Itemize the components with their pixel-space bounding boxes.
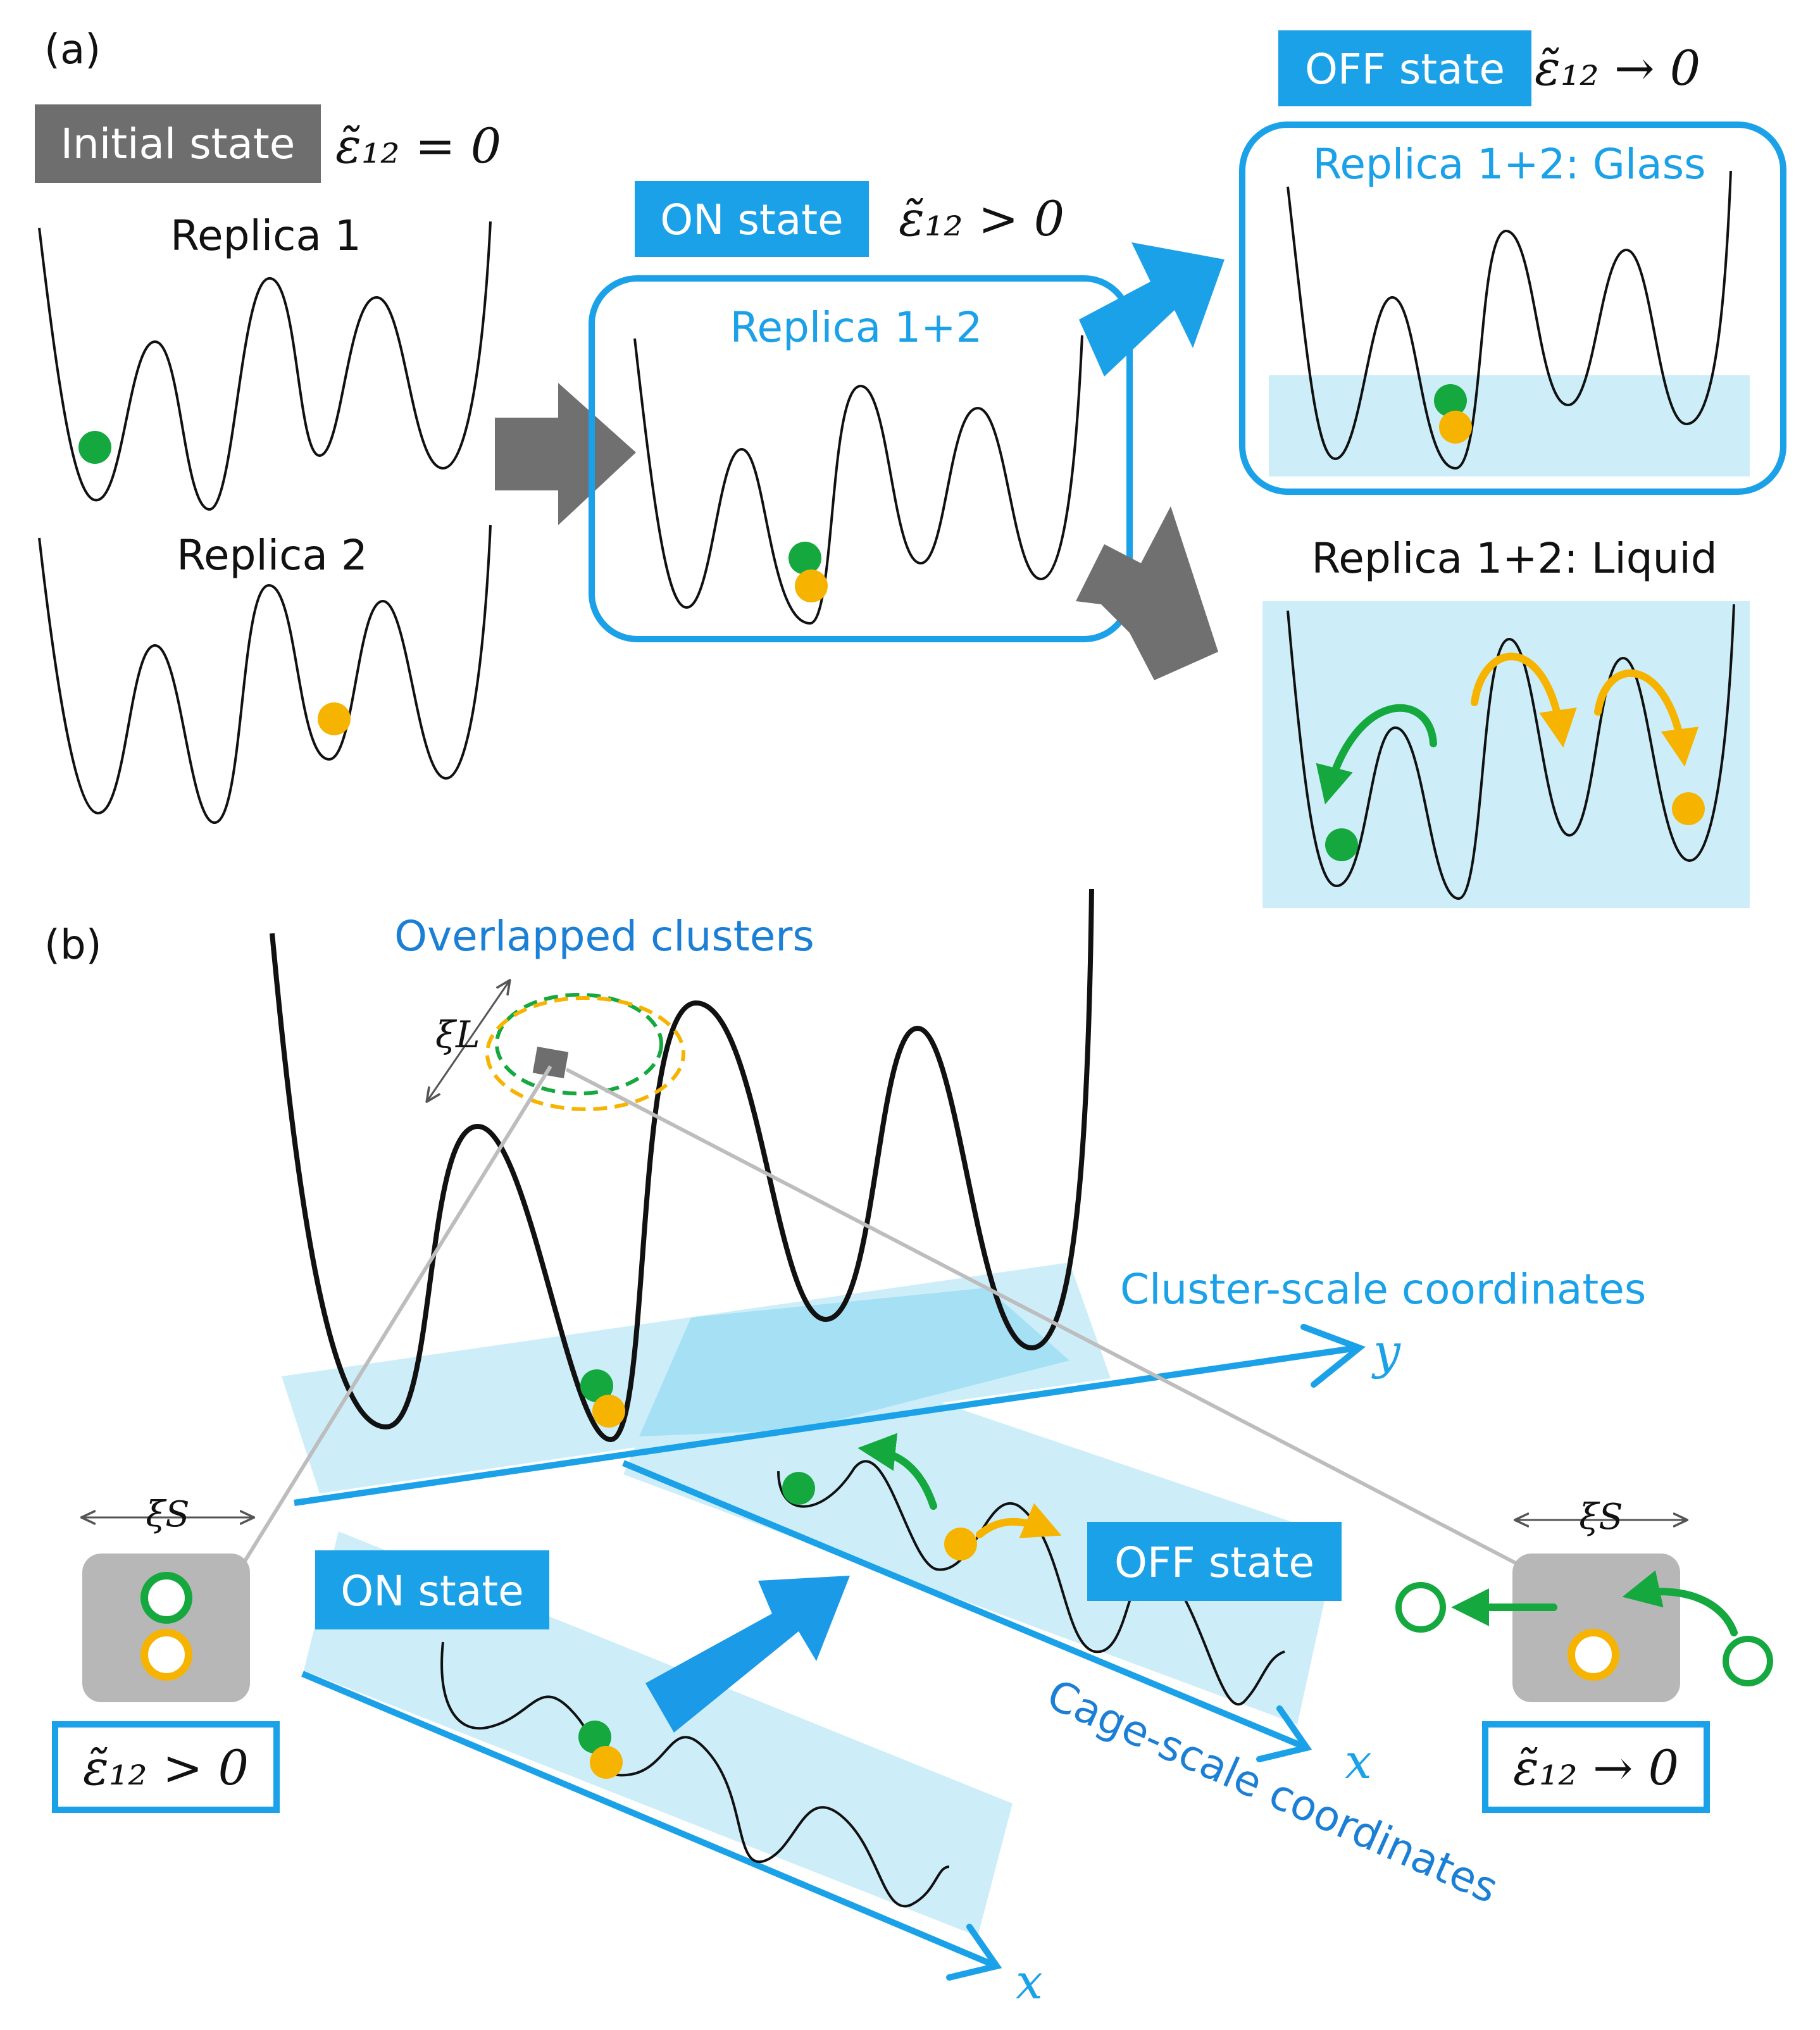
cluster-marker xyxy=(532,1046,569,1079)
glass-fill-region xyxy=(1269,375,1750,476)
cage-off-green-arrow xyxy=(857,1433,937,1510)
off-eq-b: ε̃₁₂ → 0 xyxy=(1513,1740,1679,1796)
liquid-green-particle xyxy=(1325,828,1358,861)
overlapped-clusters-label: Overlapped clusters xyxy=(394,912,814,961)
glass-box xyxy=(1239,121,1786,495)
initial-epsilon-equation: ε̃₁₂ = 0 xyxy=(335,118,501,174)
off-state-badge xyxy=(1278,30,1531,106)
replica-2-label: Replica 2 xyxy=(177,531,368,580)
initial-state-badge xyxy=(35,104,321,183)
cluster-landscape xyxy=(270,888,1094,1443)
liquid-fill-region xyxy=(1262,601,1750,908)
cage-x-label-off: x xyxy=(1345,1733,1372,1790)
cluster-y-axis xyxy=(294,1345,1358,1506)
off-tile-green-ring-right xyxy=(1723,1636,1773,1686)
cluster-yellow-particle xyxy=(592,1395,625,1428)
off-green-arrow-right xyxy=(1622,1570,1738,1636)
cage-on-yellow-particle xyxy=(590,1746,623,1779)
cluster-yellow-dashed xyxy=(485,996,685,1111)
cage-x-label-on: x xyxy=(1016,1953,1043,2010)
off-tile-yellow-ring xyxy=(1568,1629,1619,1681)
panel-b-label: (b) xyxy=(44,922,102,969)
xi-s-label-left: ξS xyxy=(146,1494,189,1535)
xi-l-label: ξL xyxy=(435,1013,480,1056)
arrow-on-to-off-b xyxy=(645,1576,850,1733)
on-state-badge-b xyxy=(315,1550,549,1629)
liquid-yellow-particle xyxy=(1672,792,1705,825)
off-epsilon-equation: ε̃₁₂ → 0 xyxy=(1535,40,1700,96)
arrow-on-to-glass xyxy=(1079,242,1225,377)
on-tile-green-ring xyxy=(140,1572,192,1624)
liquid-yellow-hop-arrow-1 xyxy=(1471,652,1577,748)
on-epsilon-equation: ε̃₁₂ > 0 xyxy=(899,190,1064,247)
cage-x-arrowhead-on xyxy=(946,1924,1002,1981)
xi-l-arrow xyxy=(427,981,509,1101)
cluster-green-dashed xyxy=(495,993,663,1095)
on-eq-box xyxy=(52,1721,280,1813)
liquid-label: Replica 1+2: Liquid xyxy=(1311,534,1717,583)
cluster-coords-label: Cluster-scale coordinates xyxy=(1120,1265,1646,1314)
off-state-label-b: OFF state xyxy=(1114,1538,1314,1587)
on-state-badge xyxy=(635,181,869,257)
cage-off-yellow-particle xyxy=(944,1528,977,1560)
initial-state-label: Initial state xyxy=(61,120,296,168)
off-eq-box xyxy=(1482,1721,1710,1813)
glass-green-particle xyxy=(1434,384,1467,417)
cage-x-axis-off xyxy=(622,1460,1305,1750)
on-state-label-b: ON state xyxy=(340,1567,524,1616)
arrow-initial-to-on xyxy=(495,383,636,525)
replica-12-yellow-particle xyxy=(795,570,828,602)
cluster-green-particle xyxy=(580,1369,613,1402)
replica-1-label: Replica 1 xyxy=(170,211,361,260)
glass-label: Replica 1+2: Glass xyxy=(1313,140,1706,189)
projection-line-right xyxy=(565,1068,1517,1565)
cage-off-green-particle xyxy=(782,1472,815,1505)
replica-12-green-particle xyxy=(788,542,821,575)
on-state-label: ON state xyxy=(660,196,844,244)
off-state-badge-b xyxy=(1087,1522,1342,1601)
projection-line-left xyxy=(242,1065,552,1564)
cluster-y-label: y xyxy=(1371,1323,1401,1379)
replica-2-yellow-particle xyxy=(318,702,351,735)
cage-plane-on xyxy=(304,1531,1013,1936)
glass-yellow-particle xyxy=(1439,411,1472,444)
on-tile-yellow-ring xyxy=(140,1629,192,1681)
cage-on-green-particle xyxy=(578,1721,611,1753)
replica-12-label: Replica 1+2 xyxy=(730,303,982,352)
cage-landscape-on xyxy=(440,1641,950,1908)
glass-landscape xyxy=(1287,170,1732,470)
replica-1-landscape xyxy=(38,221,492,511)
replica-12-box xyxy=(589,275,1133,642)
on-eq-b: ε̃₁₂ > 0 xyxy=(83,1740,249,1796)
off-state-label: OFF state xyxy=(1305,45,1505,94)
cluster-y-arrowhead xyxy=(1300,1324,1366,1388)
cage-x-axis-on xyxy=(301,1671,995,1968)
replica-2-landscape xyxy=(38,525,492,825)
xi-s-label-right: ξS xyxy=(1579,1497,1623,1538)
cage-off-yellow-arrow xyxy=(976,1503,1062,1538)
arrow-on-to-liquid xyxy=(1076,506,1218,680)
on-tile xyxy=(82,1554,250,1702)
off-tile-green-ring-left xyxy=(1395,1582,1446,1633)
liquid-landscape xyxy=(1287,604,1735,900)
panel-a-label: (a) xyxy=(44,27,101,73)
plane-overlap xyxy=(639,1288,1069,1436)
replica-1-green-particle xyxy=(78,431,111,464)
replica-12-landscape xyxy=(633,335,1083,625)
liquid-green-hop-arrow xyxy=(1316,704,1437,805)
cage-x-arrowhead-off xyxy=(1256,1705,1312,1762)
liquid-yellow-hop-arrow-2 xyxy=(1594,669,1699,767)
